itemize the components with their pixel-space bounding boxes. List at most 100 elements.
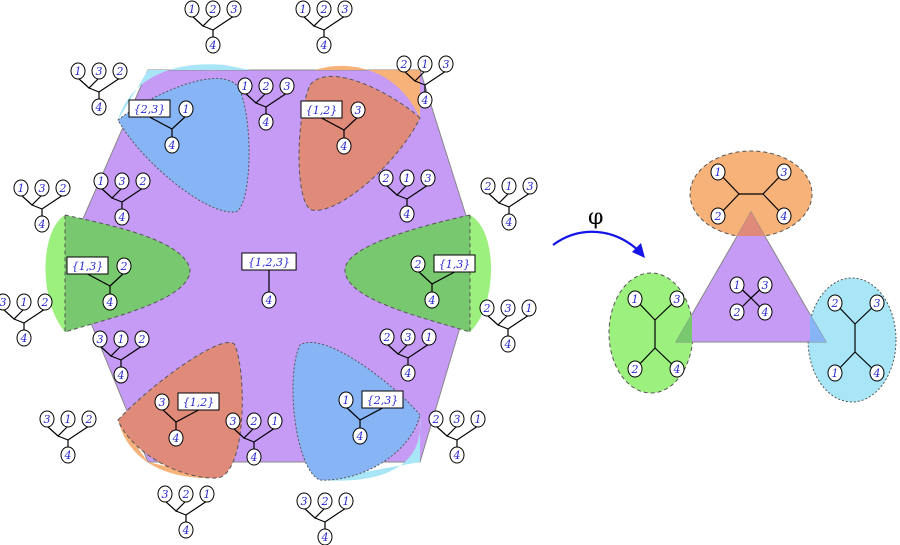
triangle-center-tree-leaf-2 — [757, 276, 773, 294]
outer-tree-12-leaf-1-label: 1 — [75, 65, 82, 78]
inner-tree-6-root — [246, 448, 262, 466]
outer-tree-7-leaf-1-label: 3 — [301, 495, 308, 508]
triangle-region — [675, 210, 827, 343]
inner-tree-6-leaf-1 — [225, 412, 241, 430]
outer-tree-2-leaf-3-label: 3 — [342, 3, 349, 16]
triangle-center-tree-leaf-3 — [729, 303, 745, 321]
outer-tree-10-leaf-2 — [16, 293, 32, 311]
inner-tree-4-leaf-3 — [421, 328, 437, 346]
outer-tree-12-leaf-1 — [70, 62, 86, 80]
orange-ellipse-tree-leaf-1-label: 1 — [715, 166, 722, 179]
outer-tree-7-leaf-2-label: 2 — [321, 495, 329, 508]
region-tree-4-root-label: 4 — [428, 294, 436, 307]
outer-tree-9-leaf-1-label: 3 — [44, 413, 51, 426]
inner-tree-3-leaf-1-label: 1 — [98, 175, 105, 188]
region-tree-3: {1,3}24 — [66, 256, 132, 311]
outer-tree-12-root-label: 4 — [95, 101, 103, 114]
green-ellipse-tree-leaf-2-label: 3 — [674, 293, 681, 306]
outer-tree-12-leaf-2 — [91, 62, 107, 80]
outer-tree-1-root — [205, 36, 221, 54]
overlap-right — [810, 314, 826, 342]
ext-lightblue-top — [118, 64, 250, 120]
outer-tree-1-leaf-1-label: 1 — [189, 3, 196, 16]
outer-tree-6-leaf-2-label: 3 — [454, 413, 461, 426]
inner-tree-5-leaf-2 — [113, 330, 129, 348]
outer-tree-10-edge-a — [2, 308, 25, 320]
outer-tree-4-leaf-3-label: 3 — [527, 180, 534, 193]
inner-tree-6-leaf-3 — [267, 412, 283, 430]
inner-tree-2-leaf-2 — [399, 169, 415, 187]
triangle-center-tree-leaf-4-label: 4 — [761, 306, 769, 319]
region-tree-6-root — [164, 136, 180, 154]
region-tree-3-box-label: {1,3} — [72, 260, 104, 273]
outer-tree-11-leaf-3-label: 2 — [59, 182, 67, 195]
outer-tree-5-root — [500, 335, 516, 353]
outer-tree-11-leaf-2-label: 3 — [39, 182, 46, 195]
inner-tree-2-root — [399, 205, 415, 223]
green-ellipse-tree-leaf-3-label: 2 — [631, 363, 639, 376]
outer-tree-10-leaf-1-label: 3 — [0, 296, 7, 309]
outer-tree-3-leaf-2 — [417, 55, 433, 73]
region-tree-6-leaf-label: 1 — [183, 103, 190, 116]
region-tree-3-leaf — [116, 257, 132, 275]
outer-tree-10-leaf-3 — [37, 293, 53, 311]
inner-tree-3-leaf-2 — [114, 172, 130, 190]
center-tree-root — [261, 291, 277, 309]
inner-tree-2-root-label: 4 — [403, 208, 411, 221]
outer-tree-10-root-label: 4 — [20, 332, 28, 345]
region-tree-2-box — [300, 100, 343, 119]
inner-tree-2-leaf-3 — [420, 169, 436, 187]
inner-tree-3-leaf-1 — [93, 172, 109, 190]
region-tree-3-leaf-label: 2 — [120, 260, 128, 273]
outer-tree-3-leaf-3-label: 3 — [443, 58, 450, 71]
inner-tree-4-leaf-2 — [400, 328, 416, 346]
center-tree-box — [241, 252, 297, 271]
outer-tree-1-leaf-3 — [226, 0, 242, 18]
outer-tree-2-leaf-2-label: 2 — [320, 3, 328, 16]
outer-tree-11-edge-a — [20, 194, 43, 206]
outer-tree-6-root-label: 4 — [453, 449, 461, 462]
outer-tree-6-leaf-3 — [470, 410, 486, 428]
inner-tree-4-root-label: 4 — [404, 367, 412, 380]
inner-tree-1-leaf-1 — [237, 77, 253, 95]
triangle-center-tree-leaf-4 — [757, 303, 773, 321]
outer-tree-1-edge-a — [191, 15, 214, 27]
outer-tree-7-leaf-3-label: 1 — [343, 495, 350, 508]
outer-tree-1-edge-b — [202, 15, 235, 31]
triangle-center-tree-leaf-1-label: 1 — [734, 279, 741, 292]
inner-tree-1-leaf-2 — [258, 77, 274, 95]
inner-tree-6-leaf-2-label: 2 — [250, 415, 258, 428]
region-tree-5-leaf-label: 3 — [159, 396, 166, 409]
triangle-center-tree-leaf-1 — [729, 276, 745, 294]
outer-tree-2-leaf-1-label: 1 — [300, 3, 307, 16]
orange-ellipse-tree-leaf-3-label: 2 — [714, 210, 722, 223]
region-tree-4: {1,3}24 — [410, 254, 476, 309]
outer-tree-3-leaf-1-label: 2 — [400, 58, 408, 71]
outer-tree-5-edge-a — [486, 314, 509, 326]
outer-tree-6-leaf-1 — [428, 410, 444, 428]
green-ellipse-tree-leaf-4-label: 4 — [673, 363, 681, 376]
outer-tree-7-leaf-3 — [338, 492, 354, 510]
region-tree-2-root-label: 4 — [340, 140, 348, 153]
inner-tree-5-leaf-2-label: 1 — [118, 333, 125, 346]
outer-tree-4-edge-b — [498, 192, 531, 208]
orange-ellipse-tree-leaf-2 — [776, 163, 792, 181]
region-tree-1-leaf — [338, 391, 354, 409]
center-tree-box-label: {1,2,3} — [248, 256, 290, 269]
outer-tree-9-leaf-2-label: 1 — [65, 413, 72, 426]
inner-tree-5-leaf-3 — [134, 330, 150, 348]
orange-ellipse-tree-leaf-3 — [710, 207, 726, 225]
region-tree-4-root — [424, 291, 440, 309]
outer-tree-6-leaf-3-label: 1 — [475, 413, 482, 426]
inner-tree-2-leaf-1 — [378, 169, 394, 187]
blue-ellipse-tree-leaf-3 — [827, 364, 843, 382]
